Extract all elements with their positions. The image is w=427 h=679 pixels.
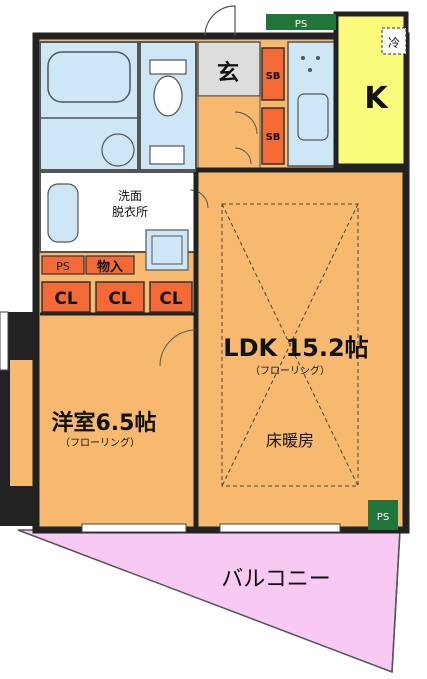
- bathtub-icon: [47, 51, 131, 103]
- cl-label-2: CL: [108, 289, 131, 309]
- washbasin-icon: [47, 183, 79, 243]
- closet-1: [41, 281, 91, 313]
- floor-heating-area: [221, 203, 359, 487]
- western-room-label: 洋室6.5帖: [52, 410, 157, 436]
- window-ldk: [219, 523, 341, 533]
- entrance-door-swing: [204, 5, 236, 37]
- ldk-label: LDK 15.2帖: [223, 334, 368, 362]
- pipe-space-bottom: [368, 500, 398, 530]
- sb-label-1: SB: [266, 71, 281, 82]
- entrance: [197, 41, 261, 97]
- toilet-icon: [149, 59, 187, 75]
- sb-label-2: SB: [266, 132, 281, 143]
- window-western: [81, 523, 187, 533]
- closet-3: [149, 281, 193, 313]
- cl-label-3: CL: [159, 289, 182, 309]
- pipe-space-small: [41, 255, 85, 275]
- ps-label-bottom: PS: [377, 512, 389, 523]
- balcony-label: バルコニー: [221, 567, 331, 592]
- kitchen-label: K: [364, 81, 389, 116]
- pipe-space-top: [266, 14, 336, 30]
- entrance-label: 玄: [217, 60, 239, 86]
- fridge-label: 冷: [388, 36, 400, 50]
- ps-label-small: PS: [56, 260, 70, 273]
- ldk-floor-label: （フローリング）: [250, 364, 330, 377]
- window-left: [0, 311, 9, 371]
- storage-closet: [85, 255, 135, 275]
- balcony: [17, 529, 401, 674]
- cl-label-1: CL: [54, 289, 77, 309]
- fridge-space: [381, 27, 407, 55]
- washroom-label-1: 洗面: [118, 189, 142, 203]
- shoe-box-2: [261, 107, 285, 165]
- storage-label: 物入: [97, 259, 123, 275]
- sink-icon: [149, 145, 185, 165]
- closet-2: [95, 281, 145, 313]
- western-floor-label: （フローリング）: [60, 436, 140, 449]
- floor-heating-label: 床暖房: [266, 431, 314, 450]
- shoe-box-1: [261, 47, 285, 101]
- ps-label-top: PS: [295, 19, 307, 30]
- washroom-label-2: 脱衣所: [112, 204, 148, 219]
